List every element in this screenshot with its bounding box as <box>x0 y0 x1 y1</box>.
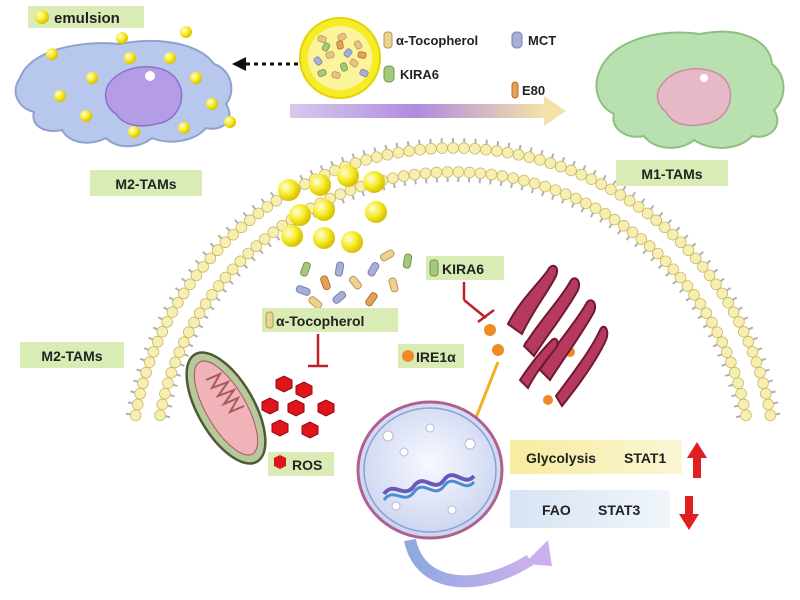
polarization-arrow <box>290 96 566 126</box>
inhibition-kira6-ire1a <box>462 282 495 323</box>
emulsion-droplet <box>299 17 381 99</box>
dna-strand <box>382 473 476 496</box>
cell-membrane <box>125 138 781 422</box>
endoplasmic-reticulum <box>506 264 609 408</box>
kira6-legend-icon <box>383 65 395 83</box>
svg-text:M2-TAMs: M2-TAMs <box>41 348 102 364</box>
m2-tams-label-main: M2-TAMs <box>20 342 124 368</box>
m1-nucleus <box>656 68 732 127</box>
m1-tams-label: M1-TAMs <box>616 160 728 186</box>
kira6-icon <box>429 259 439 277</box>
released-components <box>295 249 413 310</box>
m2-macrophage-cell <box>14 39 233 148</box>
svg-text:α-Tocopherol: α-Tocopherol <box>396 33 478 48</box>
alpha-tocopherol-legend-icon <box>383 31 393 49</box>
svg-text:FAO: FAO <box>542 502 571 518</box>
uptake-arrow <box>232 57 298 71</box>
ros-molecules <box>261 375 335 439</box>
svg-text:KIRA6: KIRA6 <box>442 261 484 277</box>
e80-legend-icon <box>511 81 519 99</box>
nucleus-to-metabolism-arrow <box>404 538 552 588</box>
glycolysis-stat1-box: Glycolysis STAT1 <box>510 440 682 474</box>
ire1a-label: IRE1α <box>398 344 464 368</box>
up-arrow-icon <box>687 442 707 478</box>
svg-text:M1-TAMs: M1-TAMs <box>641 166 702 182</box>
svg-text:MCT: MCT <box>528 33 556 48</box>
ire1a-icon <box>402 350 414 362</box>
m2-nucleus <box>104 66 183 127</box>
svg-text:IRE1α: IRE1α <box>416 349 456 365</box>
emulsion-particles-m2 <box>46 26 236 138</box>
svg-text:ROS: ROS <box>292 457 322 473</box>
kira6-label-box: KIRA6 <box>426 256 504 280</box>
svg-text:E80: E80 <box>522 83 545 98</box>
svg-text:emulsion: emulsion <box>54 10 120 27</box>
ros-icon <box>274 455 286 469</box>
mct-legend-icon <box>511 31 523 49</box>
svg-text:STAT3: STAT3 <box>598 502 640 518</box>
ros-label: ROS <box>268 452 334 476</box>
svg-text:KIRA6: KIRA6 <box>400 67 439 82</box>
emulsion-particles-membrane <box>278 165 387 253</box>
svg-text:Glycolysis: Glycolysis <box>526 450 596 466</box>
alpha-tocopherol-label-box: α-Tocopherol <box>262 308 398 332</box>
fao-stat3-box: FAO STAT3 <box>510 490 670 528</box>
component-legend: α-Tocopherol MCT KIRA6 E80 <box>383 31 556 99</box>
nucleus <box>356 400 504 540</box>
inhibition-tocopherol-ros <box>308 334 328 368</box>
emulsion-icon <box>35 10 49 24</box>
svg-text:STAT1: STAT1 <box>624 450 666 466</box>
emulsion-label: emulsion <box>28 6 144 28</box>
down-arrow-icon <box>679 496 699 530</box>
m1-macrophage-cell <box>595 30 785 149</box>
mitochondrion <box>185 351 267 465</box>
alpha-tocopherol-icon <box>265 311 274 329</box>
m2-tams-label-top: M2-TAMs <box>90 170 202 196</box>
svg-text:M2-TAMs: M2-TAMs <box>115 176 176 192</box>
svg-text:α-Tocopherol: α-Tocopherol <box>276 313 364 329</box>
